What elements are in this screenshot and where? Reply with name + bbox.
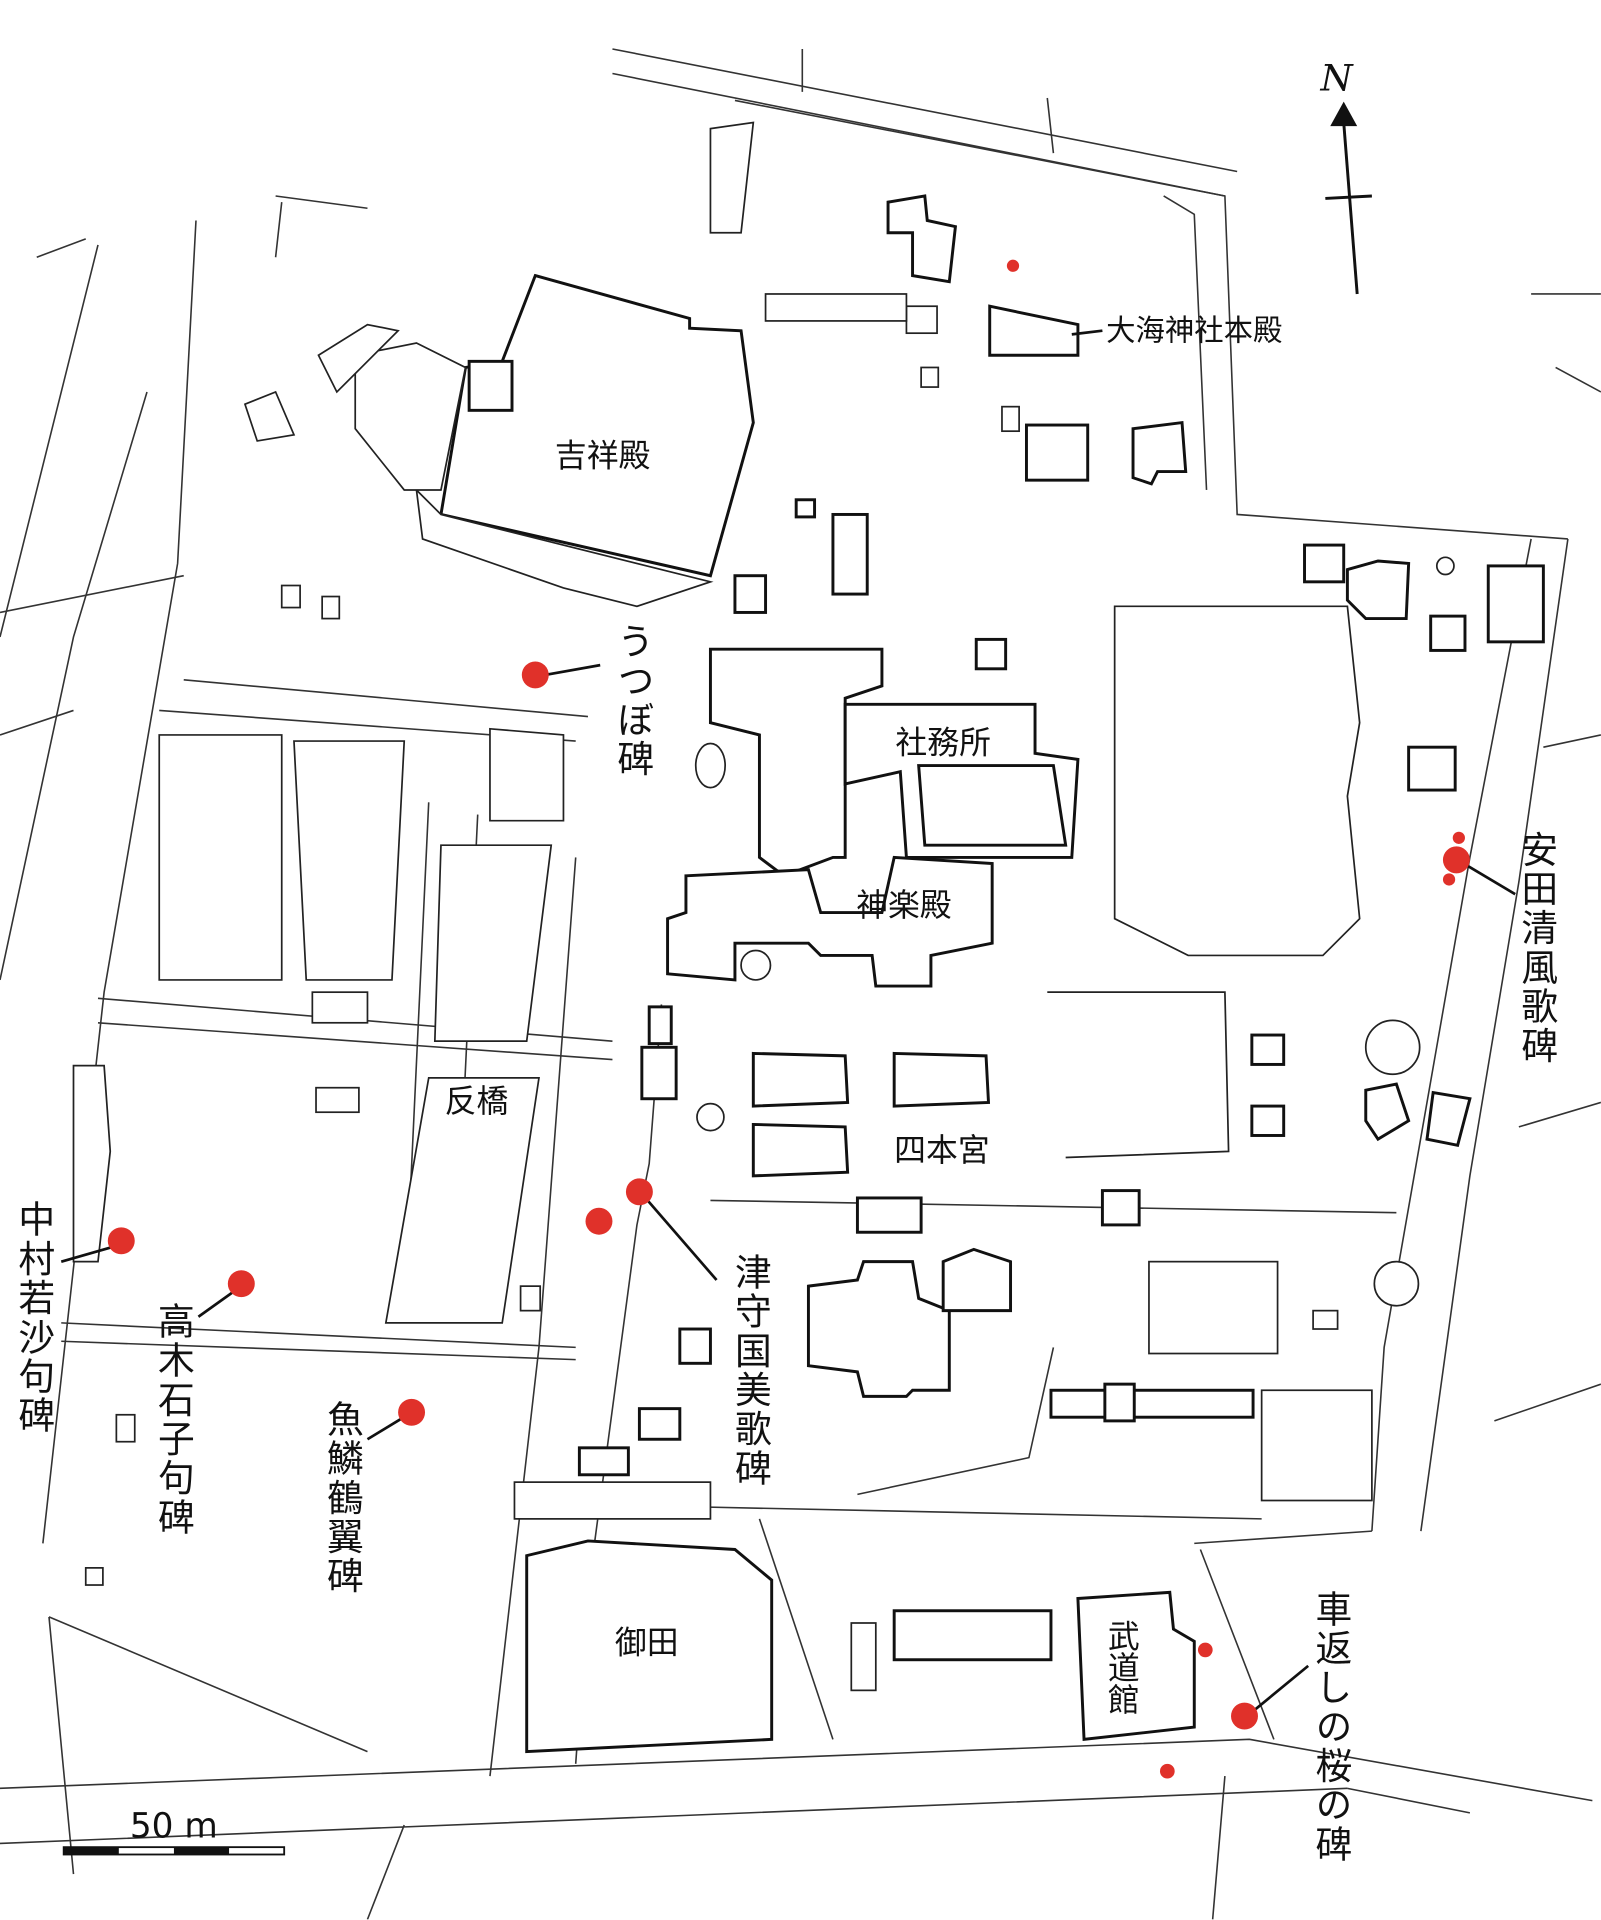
label-onta: 御田	[614, 1625, 679, 1663]
label-gyorin: 魚鱗鶴翼碑	[319, 1400, 363, 1597]
label-kaguraden: 神楽殿	[856, 888, 952, 925]
marker-budokan-small[interactable]	[1197, 1642, 1213, 1658]
marker-tsumori[interactable]	[625, 1178, 653, 1206]
buildings	[72, 121, 1545, 1754]
label-tsumori: 津守国美歌碑	[727, 1253, 771, 1489]
leader-lines	[60, 329, 1516, 1713]
north-arrow	[1325, 101, 1372, 295]
label-kisshoden: 吉祥殿	[554, 438, 651, 476]
label-kurumagaeshi: 車返しの桜の碑	[1308, 1589, 1352, 1865]
label-yasuda: 安田清風歌碑	[1513, 830, 1557, 1066]
label-nakamura: 中村若沙句碑	[11, 1200, 54, 1436]
marker-yasuda-small-1[interactable]	[1452, 831, 1465, 844]
label-budokan: 武道館	[1102, 1619, 1140, 1715]
marker-yasuda[interactable]	[1442, 846, 1470, 874]
marker-kurumagaeshi[interactable]	[1231, 1702, 1258, 1730]
label-shihongu: 四本宮	[894, 1133, 990, 1170]
marker-takagi[interactable]	[227, 1270, 255, 1298]
label-sorihashi: 反橋	[444, 1084, 509, 1121]
label-utsubo: うつぼ碑	[610, 622, 653, 780]
marker-yasuda-small-2[interactable]	[1442, 873, 1456, 886]
label-shamusho: 社務所	[895, 725, 991, 762]
label-daikai-honden: 大海神社本殿	[1106, 313, 1283, 348]
label-takagi: 高木石子句碑	[150, 1302, 194, 1538]
scale-label: 50 m	[129, 1805, 218, 1846]
marker-nakamura[interactable]	[107, 1227, 135, 1255]
north-label: N	[1320, 57, 1353, 101]
marker-daikai[interactable]	[1006, 259, 1020, 272]
marker-sorihashi-south[interactable]	[585, 1207, 613, 1235]
roads	[0, 48, 1601, 1920]
scale-bar	[62, 1846, 286, 1856]
marker-gyorin[interactable]	[398, 1398, 426, 1426]
monument-markers	[107, 259, 1470, 1779]
marker-south-small[interactable]	[1159, 1763, 1175, 1779]
marker-utsubo[interactable]	[521, 661, 549, 689]
